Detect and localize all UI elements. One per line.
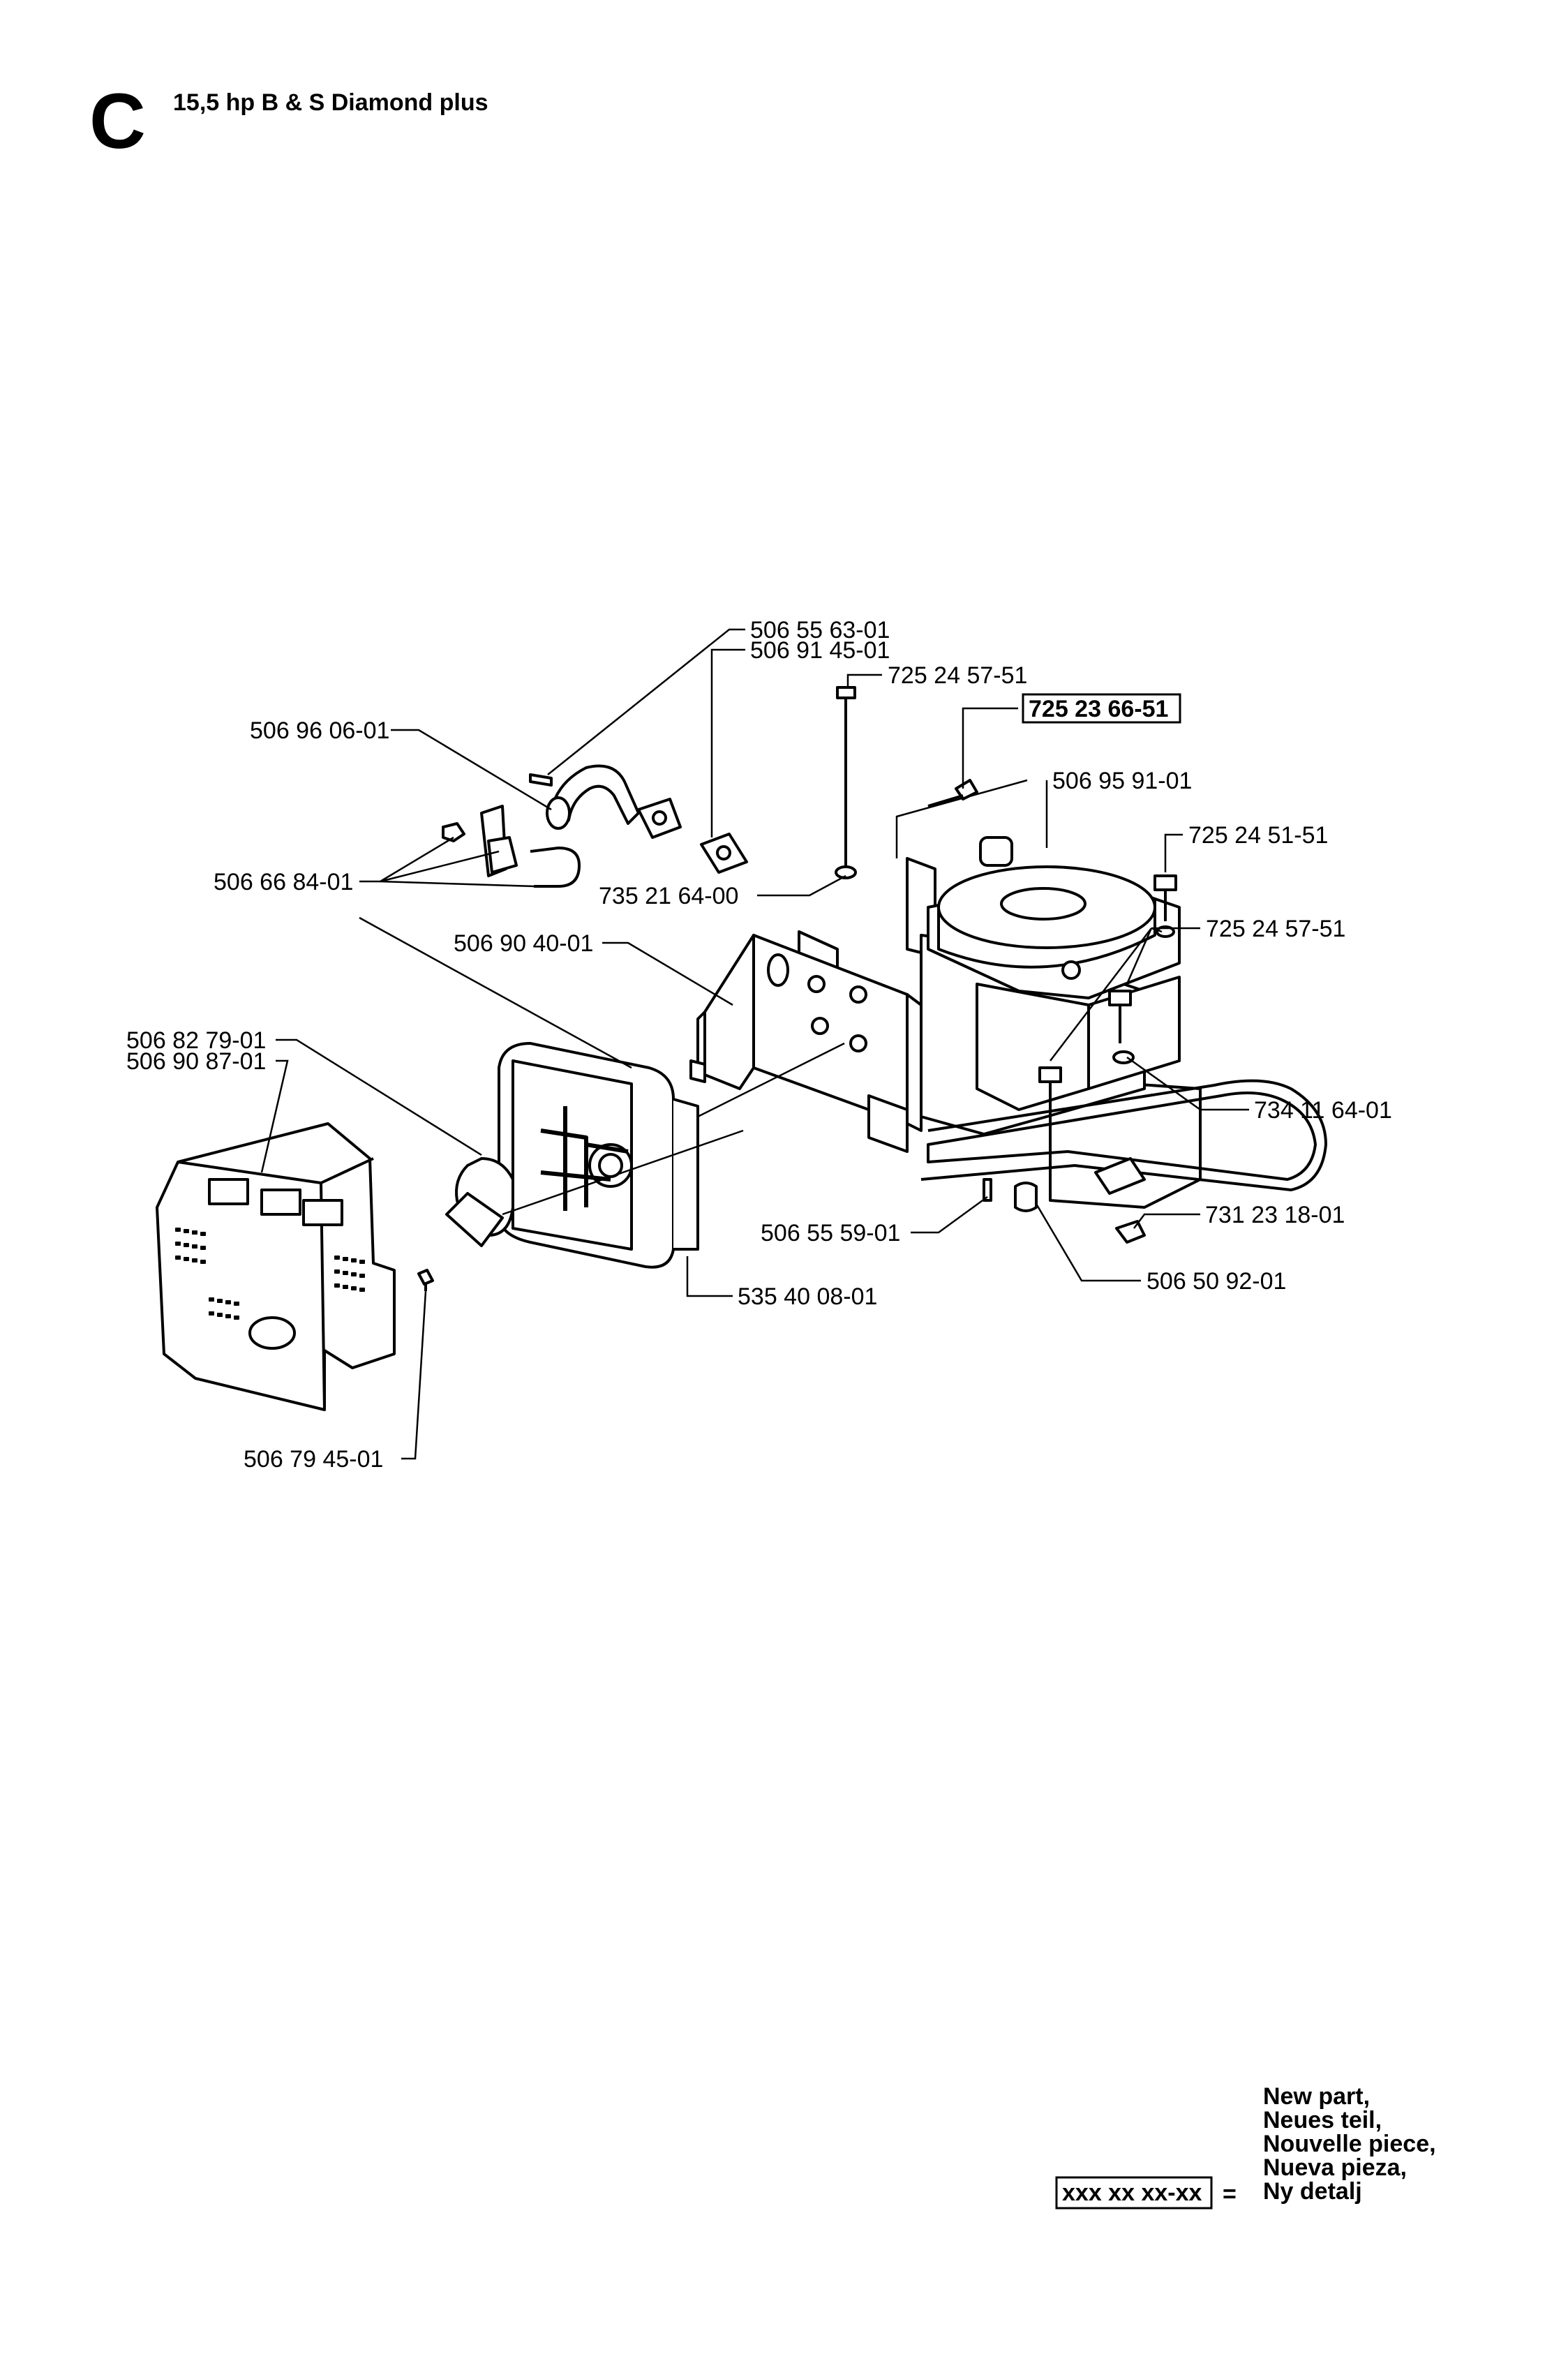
new-part-legend: xxx xx xx-xx = New part, Neues teil, Nou… <box>1055 2083 1436 2210</box>
part-label-734-11-64-01: 734 11 64-01 <box>1254 1097 1392 1124</box>
part-label-506-90-40-01: 506 90 40-01 <box>454 930 593 957</box>
part-labels: 506 55 63-01 506 91 45-01 725 24 57-51 7… <box>126 617 1392 1473</box>
legend-line-5: Ny detalj <box>1263 2178 1362 2205</box>
part-label-725-24-57-51-right: 725 24 57-51 <box>1206 916 1345 942</box>
legend-line-1: New part, <box>1263 2083 1370 2110</box>
legend-line-2: Neues teil, <box>1263 2107 1382 2133</box>
leader-lines <box>260 628 1249 1460</box>
part-label-535-40-08-01: 535 40 08-01 <box>738 1283 877 1310</box>
part-label-506-90-87-01: 506 90 87-01 <box>126 1048 266 1075</box>
part-label-725-24-51-51: 725 24 51-51 <box>1188 822 1328 849</box>
engine-drawing <box>156 686 1327 1411</box>
part-label-506-91-45-01: 506 91 45-01 <box>750 637 890 664</box>
legend-line-4: Nueva pieza, <box>1263 2154 1407 2181</box>
legend-equals: = <box>1223 2181 1237 2207</box>
part-label-725-24-57-51-top: 725 24 57-51 <box>888 662 1027 689</box>
new-part-box <box>1022 693 1181 724</box>
legend-line-3: Nouvelle piece, <box>1263 2131 1436 2157</box>
section-letter: C <box>89 77 146 165</box>
part-label-731-23-18-01: 731 23 18-01 <box>1205 1202 1345 1228</box>
legend-box-text: xxx xx xx-xx <box>1062 2180 1202 2206</box>
part-label-506-50-92-01: 506 50 92-01 <box>1147 1268 1286 1295</box>
part-label-506-55-59-01: 506 55 59-01 <box>761 1220 900 1246</box>
part-label-506-95-91-01: 506 95 91-01 <box>1052 768 1192 794</box>
part-label-506-55-63-01: 506 55 63-01 <box>750 617 890 643</box>
part-label-506-79-45-01: 506 79 45-01 <box>244 1446 383 1473</box>
part-label-506-66-84-01: 506 66 84-01 <box>214 869 353 895</box>
page-title: 15,5 hp B & S Diamond plus <box>173 89 488 116</box>
part-label-735-21-64-00: 735 21 64-00 <box>599 883 738 909</box>
part-label-725-23-66-51: 725 23 66-51 <box>1029 696 1168 722</box>
legend-box <box>1055 2176 1213 2210</box>
part-label-506-96-06-01: 506 96 06-01 <box>250 717 389 744</box>
part-label-506-82-79-01: 506 82 79-01 <box>126 1027 266 1054</box>
